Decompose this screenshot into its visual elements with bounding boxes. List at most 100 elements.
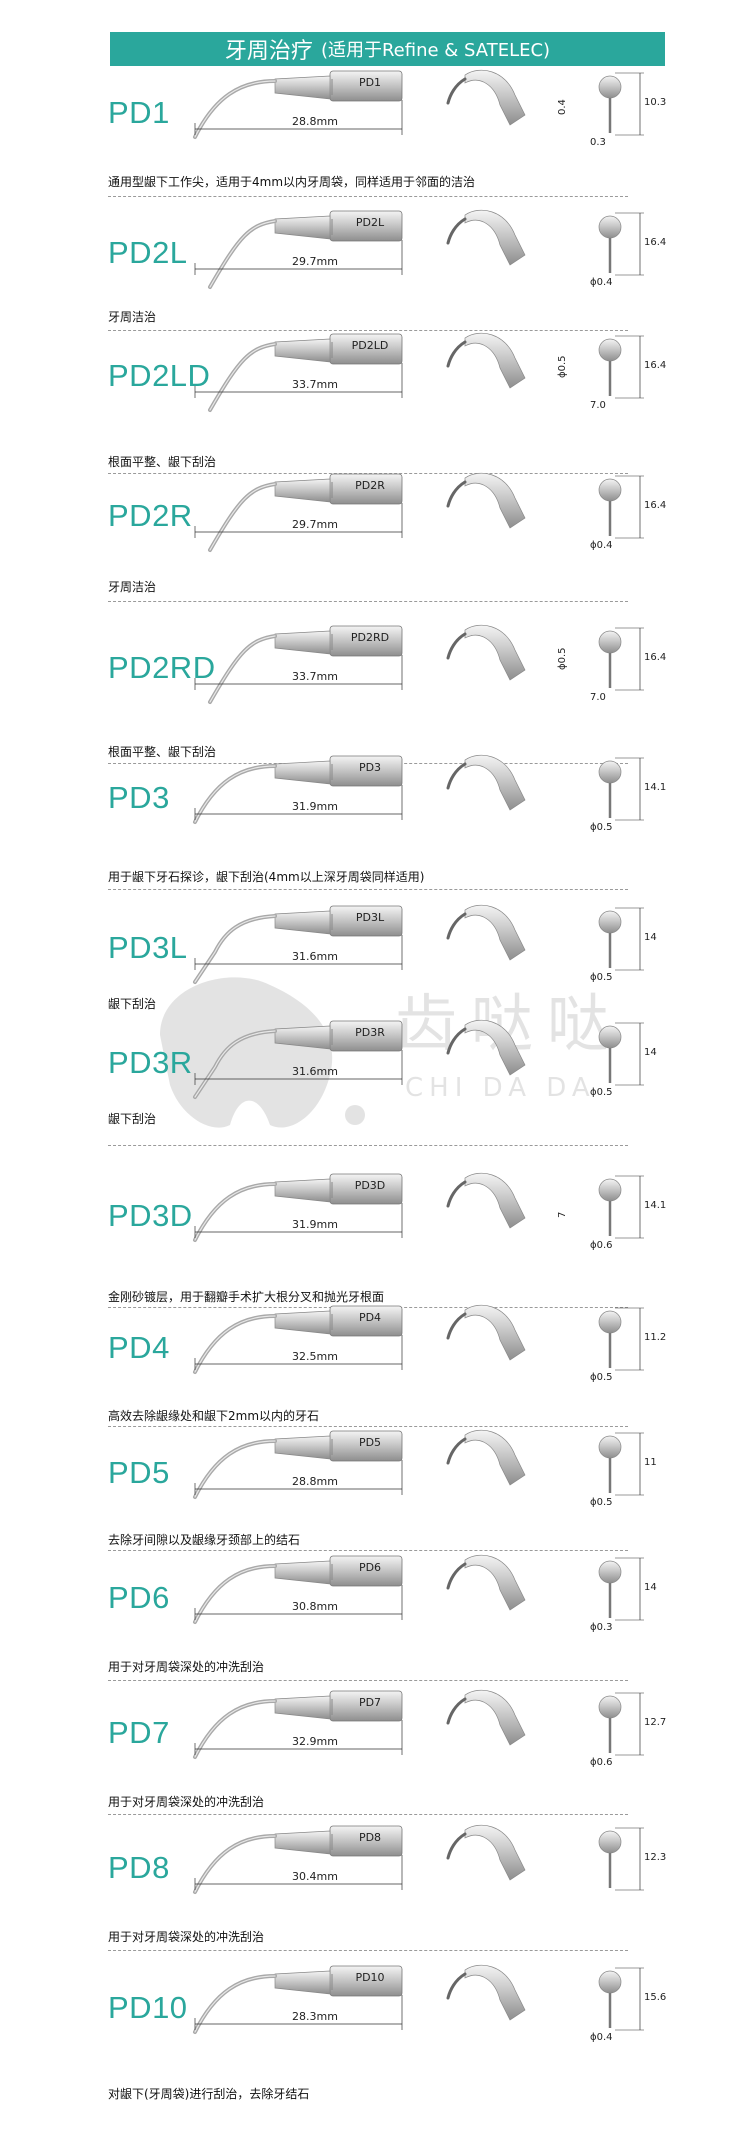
tip-code: PD2LD xyxy=(108,358,211,393)
tip-description: 用于对牙周袋深处的冲洗刮治 xyxy=(108,1795,265,1809)
dimension-value: 14 xyxy=(644,1047,657,1058)
tip-section-pd3r: PD3R 龈下刮治 PD3R 31.6mm 14 ϕ0.5 xyxy=(0,1019,750,1185)
tip-angled-view xyxy=(464,1824,526,1881)
tip-angled-view xyxy=(464,1964,526,2021)
tip-model-label: PD3D xyxy=(355,1179,386,1192)
tip-front-view xyxy=(598,910,622,934)
dimension-value: ϕ0.5 xyxy=(590,1087,613,1098)
dimension-value: 10.3 xyxy=(644,97,666,108)
tip-model-label: PD2LD xyxy=(352,339,389,352)
section-divider xyxy=(108,1680,628,1681)
tip-description: 去除牙间隙以及龈缘牙颈部上的结石 xyxy=(108,1533,301,1547)
header-subtitle: (适用于Refine & SATELEC) xyxy=(320,40,551,61)
dimension-value: 14.1 xyxy=(644,782,666,793)
section-divider xyxy=(108,1426,628,1427)
section-divider xyxy=(108,473,628,474)
tip-description: 龈下刮治 xyxy=(108,1112,157,1126)
dimension-value: 11 xyxy=(644,1457,657,1468)
tip-model-label: PD4 xyxy=(359,1311,381,1324)
dimension-value: 7.0 xyxy=(590,692,606,703)
dimension-value: ϕ0.5 xyxy=(557,648,568,671)
tip-description: 金刚砂镀层，用于翻瓣手术扩大根分叉和抛光牙根面 xyxy=(108,1290,385,1304)
tip-working-end xyxy=(193,1182,277,1242)
tip-shaft xyxy=(274,338,331,363)
dimension-value: 7 xyxy=(557,1212,568,1218)
tip-angled-view xyxy=(464,1019,526,1076)
tip-code: PD3D xyxy=(108,1198,193,1233)
tip-shaft xyxy=(274,760,331,785)
tip-length-value: 33.7mm xyxy=(292,378,338,391)
tip-working-end xyxy=(193,914,277,984)
tip-model-label: PD7 xyxy=(359,1696,381,1709)
tip-front-view xyxy=(598,478,622,502)
tip-length-value: 29.7mm xyxy=(292,518,338,531)
tip-length-value: 29.7mm xyxy=(292,255,338,268)
tip-front-view xyxy=(598,1830,622,1854)
tip-front-view xyxy=(598,1178,622,1202)
tip-illustration: PD3R 31.6mm 14 ϕ0.5 xyxy=(193,1019,657,1099)
tip-shaft xyxy=(274,1970,331,1995)
tip-code: PD5 xyxy=(108,1455,170,1490)
tip-code: PD1 xyxy=(108,95,170,130)
dimension-value: 16.4 xyxy=(644,237,666,248)
tip-front-view xyxy=(598,1560,622,1584)
tip-description: 牙周洁治 xyxy=(108,310,157,324)
tip-model-label: PD6 xyxy=(359,1561,381,1574)
section-header-banner: 牙周治疗 (适用于Refine & SATELEC) xyxy=(110,32,665,66)
tip-shaft xyxy=(274,1830,331,1855)
tip-angled-view xyxy=(464,1554,526,1611)
dimension-value: ϕ0.5 xyxy=(557,356,568,379)
tip-shaft xyxy=(274,630,331,655)
tip-length-value: 31.9mm xyxy=(292,800,338,813)
tip-model-label: PD3R xyxy=(355,1026,385,1039)
tip-model-label: PD10 xyxy=(355,1971,384,1984)
tip-shaft xyxy=(274,478,331,503)
dimension-value: 12.3 xyxy=(644,1852,666,1863)
tip-model-label: PD2L xyxy=(356,216,385,229)
tip-length-value: 31.9mm xyxy=(292,1218,338,1231)
dimension-value: 14.1 xyxy=(644,1200,666,1211)
tip-description: 用于对牙周袋深处的冲洗刮治 xyxy=(108,1660,265,1674)
dimension-value: 0.3 xyxy=(590,137,606,148)
tip-angled-view xyxy=(464,1429,526,1486)
tip-code: PD2R xyxy=(108,498,193,533)
dimension-value: 11.2 xyxy=(644,1332,666,1343)
tip-shaft xyxy=(274,1435,331,1460)
tip-angled-view xyxy=(464,754,526,811)
tip-front-view xyxy=(598,630,622,654)
tip-length-value: 30.8mm xyxy=(292,1600,338,1613)
tip-model-label: PD3 xyxy=(359,761,381,774)
tip-shaft xyxy=(274,1310,331,1335)
tip-description: 通用型龈下工作尖，适用于4mm以内牙周袋，同样适用于邻面的洁治 xyxy=(108,175,476,189)
tip-description: 用于龈下牙石探诊，龈下刮治(4mm以上深牙周袋同样适用) xyxy=(108,870,425,884)
tip-code: PD8 xyxy=(108,1850,170,1885)
tip-angled-view xyxy=(464,1304,526,1361)
tip-code: PD10 xyxy=(108,1990,188,2025)
section-divider xyxy=(108,889,628,890)
tip-length-value: 33.7mm xyxy=(292,670,338,683)
tip-front-view xyxy=(598,1310,622,1334)
section-divider xyxy=(108,1145,628,1146)
section-divider xyxy=(108,601,628,602)
dimension-value: ϕ0.4 xyxy=(590,540,613,551)
tip-shaft xyxy=(274,75,331,100)
tip-length-value: 31.6mm xyxy=(292,1065,338,1078)
tip-front-view xyxy=(598,1025,622,1049)
tip-front-view xyxy=(598,338,622,362)
dimension-value: 14 xyxy=(644,1582,657,1593)
tip-description: 龈下刮治 xyxy=(108,997,157,1011)
